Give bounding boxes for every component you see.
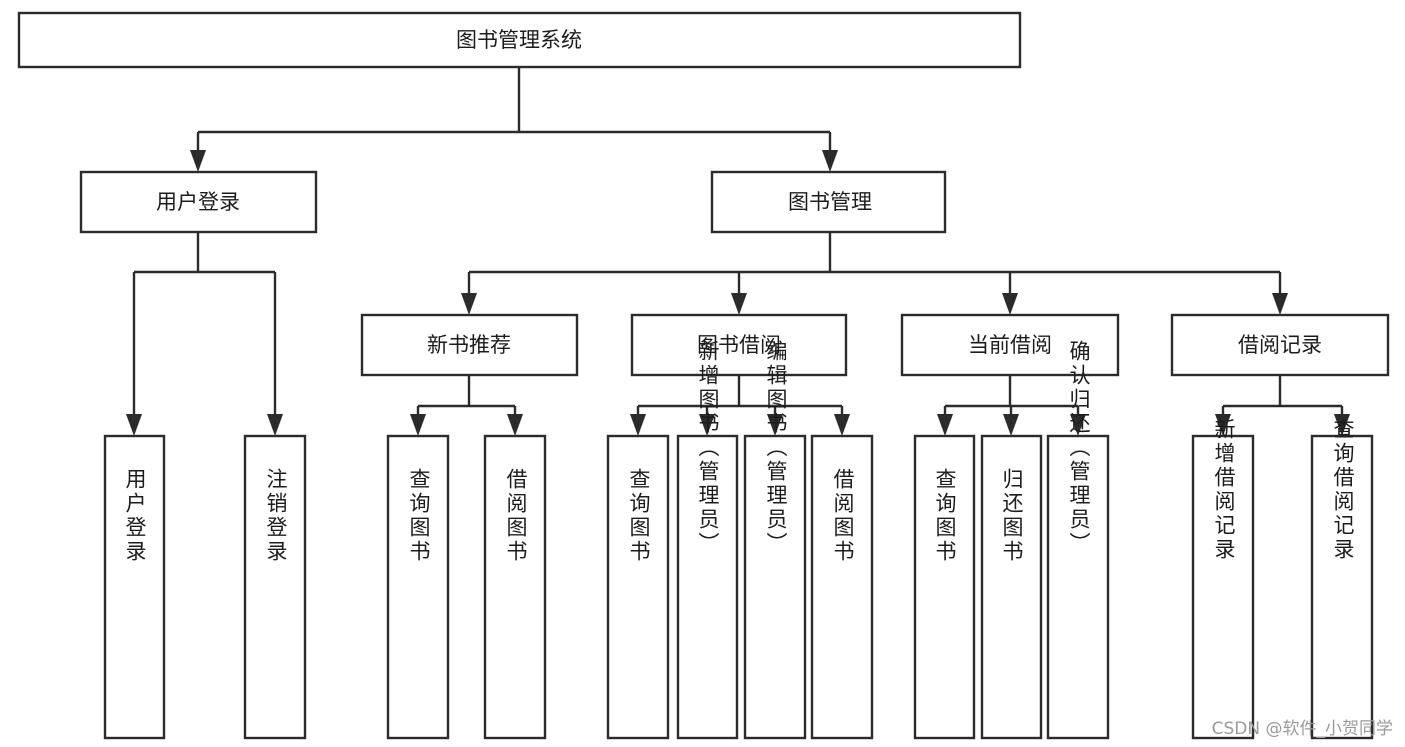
node-book-borrow[interactable]: 图书借阅: [630, 313, 848, 377]
node-leaf-user-logout-box[interactable]: [243, 434, 307, 740]
arrow-to-leaf-query-book-1: [410, 414, 426, 436]
arrow-to-leaf-confirm-return: [1070, 414, 1086, 436]
node-leaf-query-book-2-label: 查询图书: [627, 468, 651, 564]
node-new-book-recommend-label: 新书推荐: [427, 333, 511, 357]
arrow-to-leaf-borrow-book-2: [834, 414, 850, 436]
node-leaf-query-book-3-box[interactable]: [913, 434, 976, 740]
arrow-root-to-user-login: [190, 150, 206, 172]
node-leaf-query-book-1-label: 查询图书: [407, 468, 431, 564]
node-leaf-query-record-label: 查询借阅记录: [1331, 418, 1355, 562]
node-leaf-add-book-box[interactable]: [676, 434, 739, 740]
node-book-management-label: 图书管理: [788, 190, 872, 214]
node-leaf-query-book-3-label: 查询图书: [933, 468, 957, 564]
node-book-management[interactable]: 图书管理: [710, 170, 947, 234]
node-leaf-edit-book[interactable]: 编辑图书（管理员）: [743, 340, 807, 740]
node-user-login-label: 用户登录: [156, 190, 240, 214]
node-leaf-borrow-book-2-box[interactable]: [810, 434, 874, 740]
node-leaf-add-record-label: 新增借阅记录: [1212, 418, 1236, 562]
node-leaf-add-record-box[interactable]: [1191, 434, 1255, 740]
node-leaf-user-login-label: 用户登录: [123, 468, 147, 564]
arrow-to-current-borrow: [1002, 293, 1018, 315]
arrow-to-book-borrow: [731, 293, 747, 315]
node-leaf-borrow-book-2[interactable]: 借阅图书: [810, 434, 874, 740]
node-leaf-edit-book-box[interactable]: [743, 434, 807, 740]
node-borrow-record-box[interactable]: [1170, 313, 1390, 377]
connector-group-book-management: [461, 232, 1288, 315]
node-leaf-user-login[interactable]: 用户登录: [103, 434, 166, 740]
node-leaf-return-book-box[interactable]: [980, 434, 1043, 740]
node-leaf-return-book-label: 归还图书: [1000, 468, 1024, 564]
node-leaf-add-book[interactable]: 新增图书（管理员）: [676, 340, 739, 740]
node-leaf-user-logout-label: 注销登录: [264, 468, 288, 564]
node-current-borrow[interactable]: 当前借阅: [900, 313, 1120, 377]
node-leaf-confirm-return[interactable]: 确认归还（管理员）: [1046, 340, 1110, 740]
connector-group-book-borrow: [630, 375, 850, 436]
arrow-to-leaf-add-book: [699, 414, 715, 436]
arrow-to-leaf-edit-book: [767, 414, 783, 436]
node-leaf-return-book[interactable]: 归还图书: [980, 434, 1043, 740]
connector-group-user-login: [126, 232, 283, 436]
node-book-borrow-label: 图书借阅: [697, 333, 781, 357]
node-leaf-confirm-return-box[interactable]: [1046, 434, 1110, 740]
node-leaf-borrow-book-1[interactable]: 借阅图书: [483, 434, 547, 740]
arrow-to-borrow-record: [1272, 293, 1288, 315]
node-leaf-query-book-3[interactable]: 查询图书: [913, 434, 976, 740]
arrow-to-new-book-recommend: [461, 293, 477, 315]
node-leaf-query-book-1[interactable]: 查询图书: [386, 434, 450, 740]
node-leaf-query-book-2-box[interactable]: [606, 434, 670, 740]
node-leaf-confirm-return-label: 确认归还（管理员）: [1067, 340, 1091, 556]
node-borrow-record[interactable]: 借阅记录: [1170, 313, 1390, 377]
node-leaf-query-record-box[interactable]: [1310, 434, 1374, 740]
arrow-to-leaf-add-record: [1215, 414, 1231, 436]
node-borrow-record-label: 借阅记录: [1238, 333, 1322, 357]
node-book-borrow-box[interactable]: [630, 313, 848, 377]
arrow-to-leaf-query-book-2: [630, 414, 646, 436]
arrow-to-leaf-return-book: [1003, 414, 1019, 436]
node-user-login[interactable]: 用户登录: [79, 170, 318, 234]
node-leaf-user-login-box[interactable]: [103, 434, 166, 740]
node-current-borrow-label: 当前借阅: [968, 333, 1052, 357]
node-root-box[interactable]: [17, 11, 1022, 69]
connector-group-root: [190, 67, 838, 172]
connector-group-new-book-recommend: [410, 375, 523, 436]
node-leaf-borrow-book-1-box[interactable]: [483, 434, 547, 740]
connector-group-borrow-record: [1215, 375, 1350, 436]
node-leaf-user-logout[interactable]: 注销登录: [243, 434, 307, 740]
node-leaf-query-record[interactable]: 查询借阅记录: [1310, 418, 1374, 740]
arrow-to-leaf-borrow-book-1: [507, 414, 523, 436]
connector-group-current-borrow: [937, 375, 1086, 436]
arrow-to-leaf-query-record: [1334, 414, 1350, 436]
node-root[interactable]: 图书管理系统: [17, 11, 1022, 69]
node-new-book-recommend[interactable]: 新书推荐: [360, 313, 579, 377]
node-leaf-edit-book-label: 编辑图书（管理员）: [764, 340, 788, 556]
node-root-label: 图书管理系统: [456, 28, 582, 52]
node-leaf-borrow-book-2-label: 借阅图书: [831, 468, 855, 564]
arrow-to-leaf-user-login: [126, 414, 142, 436]
node-leaf-add-record[interactable]: 新增借阅记录: [1191, 418, 1255, 740]
arrow-to-leaf-query-book-3: [937, 414, 953, 436]
node-user-login-box[interactable]: [79, 170, 318, 234]
node-book-management-box[interactable]: [710, 170, 947, 234]
node-leaf-query-book-1-box[interactable]: [386, 434, 450, 740]
node-new-book-recommend-box[interactable]: [360, 313, 579, 377]
arrow-root-to-book-management: [822, 150, 838, 172]
node-leaf-query-book-2[interactable]: 查询图书: [606, 434, 670, 740]
node-current-borrow-box[interactable]: [900, 313, 1120, 377]
arrow-to-leaf-user-logout: [267, 414, 283, 436]
node-leaf-borrow-book-1-label: 借阅图书: [504, 468, 528, 564]
node-leaf-add-book-label: 新增图书（管理员）: [696, 340, 720, 556]
